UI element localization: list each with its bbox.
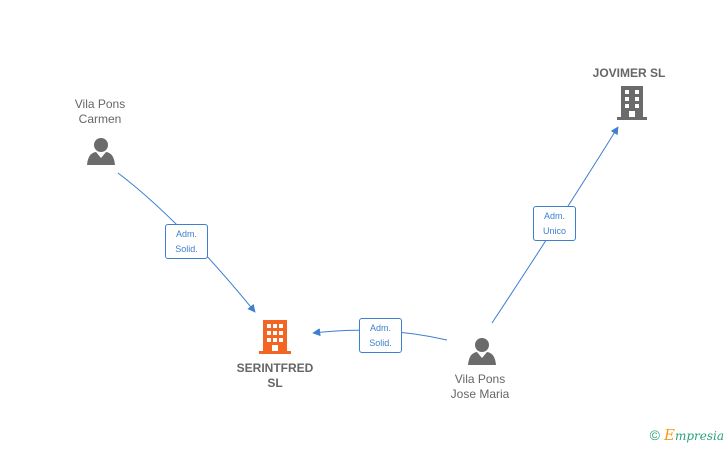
node-name-line1: SERINTFRED <box>236 361 314 375</box>
brand-logo: Empresia <box>664 426 724 444</box>
brand-initial: E <box>663 426 675 444</box>
node-name-line1: Vila Pons <box>74 97 126 111</box>
node-label-serintfred-sl[interactable]: SERINTFRED SL <box>228 361 322 391</box>
edge-role-line1: Adm. <box>543 211 565 221</box>
node-name-line2: Carmen <box>78 112 122 126</box>
building-icon[interactable] <box>617 86 647 120</box>
edge-role-line2: Unico <box>542 226 566 236</box>
node-name-line2: SL <box>267 376 283 390</box>
edge-role-line2: Solid. <box>369 338 392 348</box>
node-label-jovimer-sl[interactable]: JOVIMER SL <box>585 66 673 81</box>
person-icon[interactable] <box>87 138 115 165</box>
copyright-symbol: © <box>649 427 660 443</box>
edge-role-line1: Adm. <box>175 229 197 239</box>
brand-rest: mpresia <box>674 429 724 443</box>
edge-label-jose-maria-serintfred: Adm. Solid. <box>359 318 402 353</box>
node-label-vila-pons-jose-maria[interactable]: Vila Pons Jose Maria <box>436 372 524 402</box>
edge-label-jose-maria-jovimer: Adm. Unico <box>533 206 576 241</box>
edge-label-carmen-serintfred: Adm. Solid. <box>165 224 208 259</box>
person-icon[interactable] <box>468 338 496 365</box>
edge-role-line2: Solid. <box>175 244 198 254</box>
edge-role-line1: Adm. <box>369 323 391 333</box>
node-name-line1: JOVIMER SL <box>592 66 666 80</box>
node-name-line2: Jose Maria <box>450 387 510 401</box>
empresia-watermark: © Empresia <box>650 426 724 444</box>
node-label-vila-pons-carmen[interactable]: Vila Pons Carmen <box>58 97 142 127</box>
node-name-line1: Vila Pons <box>454 372 506 386</box>
focus-company-building-icon[interactable] <box>259 320 291 354</box>
